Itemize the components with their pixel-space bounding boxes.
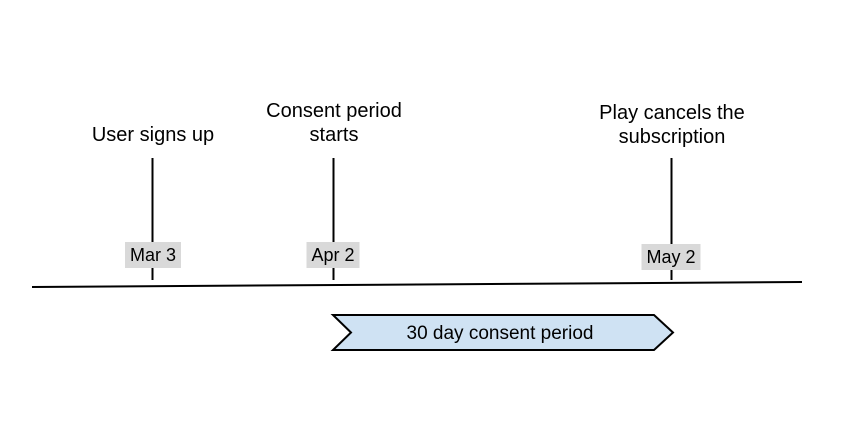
consent-period-banner-label: 30 day consent period (406, 323, 594, 344)
event-label-consent-period-starts: Consent period starts (266, 100, 402, 146)
date-label-may2: May 2 (641, 244, 701, 270)
timeline-axis (31, 281, 803, 288)
consent-period-banner-shape (330, 314, 675, 351)
date-label-mar3: Mar 3 (124, 242, 182, 268)
event-label-play-cancels-subscription: Play cancels the subscription (599, 102, 745, 148)
event-label-user-signs-up: User signs up (91, 124, 215, 146)
date-label-apr2: Apr 2 (306, 242, 360, 268)
